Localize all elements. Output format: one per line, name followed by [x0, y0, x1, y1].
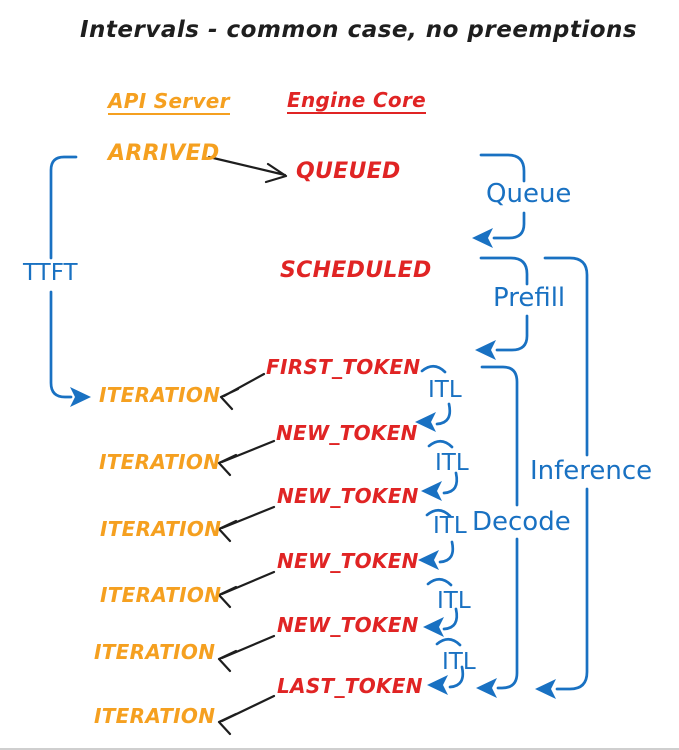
itl-arrow-left-icon [415, 412, 436, 432]
itl-bracket-3 [418, 508, 455, 570]
event-iteration-4: ITERATION [100, 583, 222, 607]
arrow-new-token-2-to-iteration [217, 505, 276, 543]
decode-arrow-left-icon [476, 678, 497, 698]
event-queued: QUEUED [296, 159, 401, 184]
event-last-token: LAST_TOKEN [277, 674, 423, 698]
interval-inference-label: Inference [530, 456, 653, 486]
engine-core-header: Engine Core [287, 88, 426, 114]
queue-bracket [472, 153, 526, 248]
arrow-new-token-1-to-iteration [217, 439, 276, 477]
interval-itl-label-3: ITL [433, 513, 467, 539]
prefill-bracket [475, 256, 529, 360]
itl-bracket-4 [423, 577, 459, 637]
itl-arrow-left-icon [421, 481, 442, 501]
arrow-first-token-to-iteration [219, 372, 266, 411]
interval-itl-label-4: ITL [437, 588, 471, 614]
event-new-token-1: NEW_TOKEN [276, 421, 418, 445]
queue-arrow-left-icon [472, 228, 493, 248]
prefill-arrow-left-icon [475, 340, 496, 360]
inference-arrow-left-icon [535, 679, 556, 699]
api-server-header: API Server [108, 89, 230, 115]
event-scheduled: SCHEDULED [280, 258, 432, 283]
event-new-token-4: NEW_TOKEN [277, 613, 419, 637]
inference-bracket [535, 256, 589, 699]
itl-arrow-left-icon [427, 675, 448, 695]
interval-prefill-label: Prefill [493, 283, 566, 313]
itl-bracket-1 [415, 364, 452, 432]
window-bottom-edge [0, 748, 679, 750]
itl-arrow-left-icon [418, 550, 439, 570]
arrow-arrived-to-queued [207, 155, 288, 184]
event-iteration-5: ITERATION [94, 640, 216, 664]
decode-bracket [476, 365, 519, 698]
ttft-arrow-right-icon [70, 387, 91, 407]
itl-bracket-2 [421, 439, 459, 501]
event-new-token-3: NEW_TOKEN [277, 549, 419, 573]
itl-bracket-5 [427, 637, 465, 695]
event-iteration-6: ITERATION [94, 704, 216, 728]
arrow-new-token-3-to-iteration [217, 570, 276, 609]
event-new-token-2: NEW_TOKEN [277, 484, 419, 508]
interval-ttft-label: TTFT [23, 260, 78, 286]
ttft-bracket [49, 155, 91, 407]
interval-itl-label-2: ITL [435, 450, 469, 476]
interval-itl-label-1: ITL [428, 377, 462, 403]
event-arrived: ARRIVED [108, 141, 220, 166]
event-first-token: FIRST_TOKEN [266, 355, 421, 379]
title: Intervals - common case, no preemptions [80, 17, 638, 43]
interval-decode-label: Decode [472, 507, 571, 537]
event-iteration-1: ITERATION [99, 383, 221, 407]
interval-itl-label-5: ITL [442, 649, 476, 675]
itl-arrow-left-icon [423, 617, 444, 637]
event-iteration-2: ITERATION [99, 450, 221, 474]
arrow-last-token-to-iteration [217, 694, 276, 736]
arrow-new-token-4-to-iteration [217, 634, 276, 673]
event-iteration-3: ITERATION [100, 517, 222, 541]
interval-queue-label: Queue [486, 179, 572, 209]
